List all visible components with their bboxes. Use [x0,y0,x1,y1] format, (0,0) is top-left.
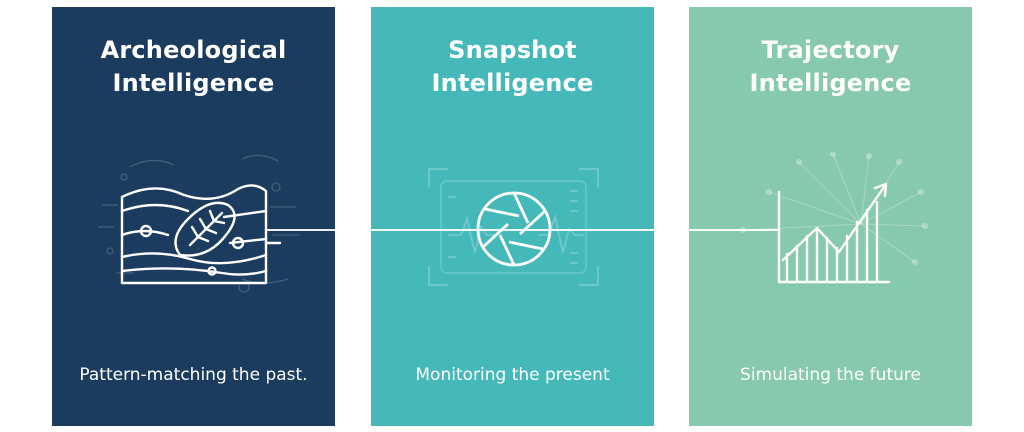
panel-title-line-2: Intelligence [749,69,912,97]
panel-archeological-intelligence: Archeological Intelligence [52,7,335,426]
panel-subtitle: Simulating the future [740,365,921,385]
camera-aperture-icon [428,168,599,286]
panel-title-line-1: Snapshot [448,36,577,64]
panel-title: Archeological Intelligence [52,34,335,100]
connector-line [265,229,780,231]
panel-snapshot-intelligence: Snapshot Intelligence Monitoring t [371,7,654,426]
panel-title: Trajectory Intelligence [689,34,972,100]
panel-title-line-2: Intelligence [112,69,275,97]
trend-chart-icon [739,152,929,284]
panel-title-line-1: Trajectory [761,36,900,64]
terrain-fossil-icon [98,154,300,293]
panel-title-line-2: Intelligence [431,69,594,97]
panel-subtitle: Pattern-matching the past. [79,365,308,385]
panel-subtitle: Monitoring the present [415,365,610,385]
panel-trajectory-intelligence: Trajectory Intelligence [689,7,972,426]
panel-title: Snapshot Intelligence [371,34,654,100]
panel-title-line-1: Archeological [100,36,287,64]
